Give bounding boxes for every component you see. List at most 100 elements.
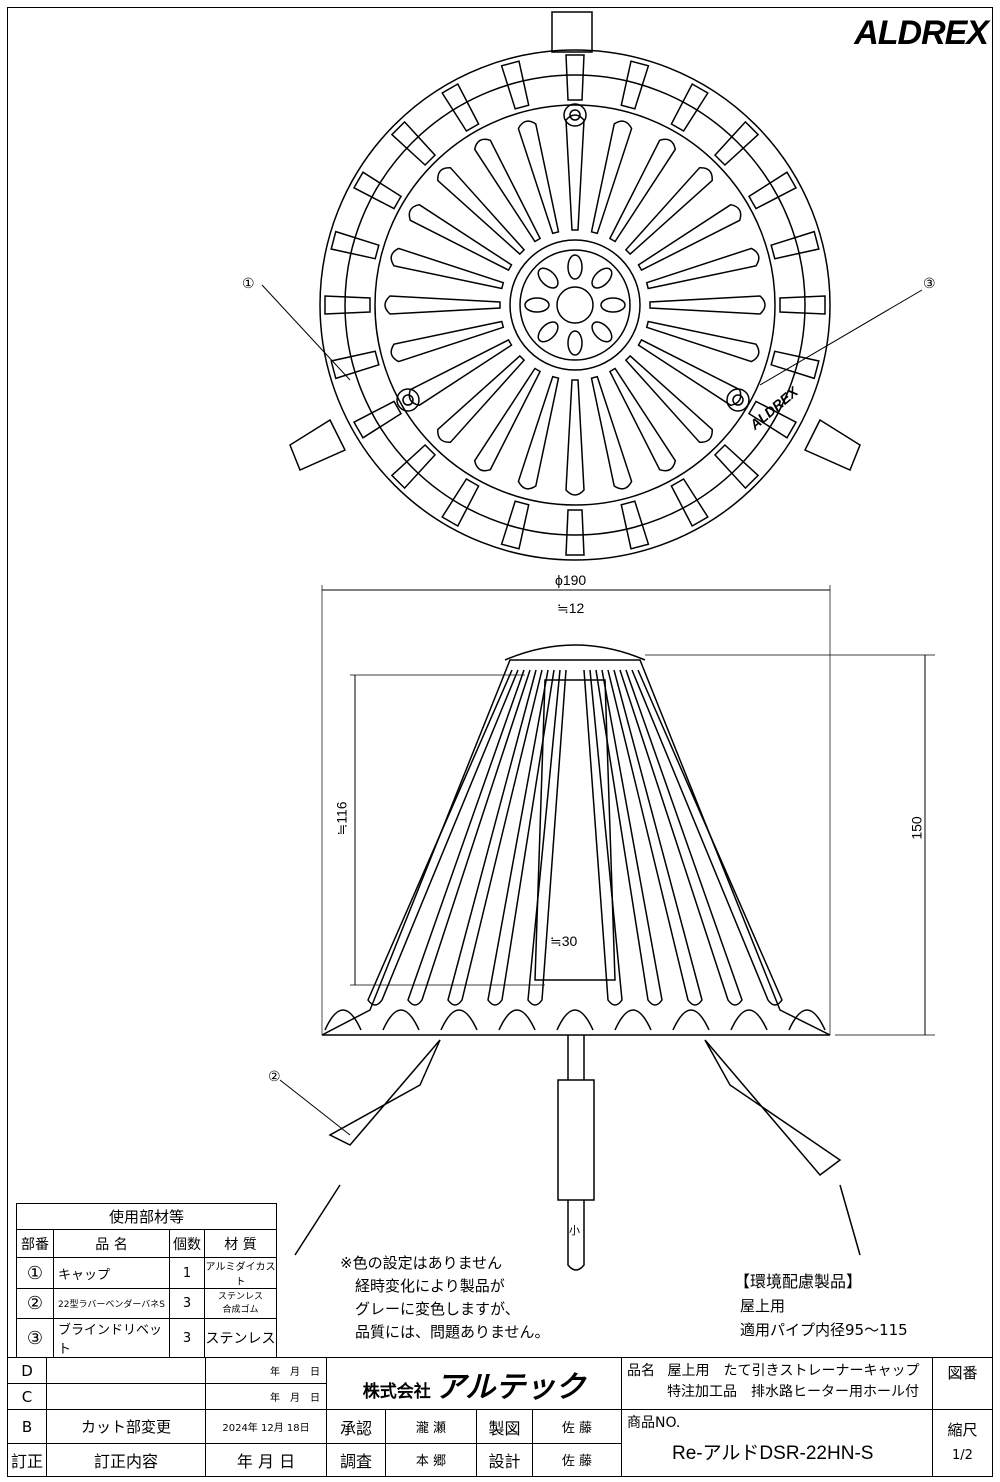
radial-slot: [390, 320, 505, 363]
rev-date: 年 月 日: [205, 1356, 327, 1385]
radial-slot: [649, 295, 766, 315]
side-rib: [631, 669, 783, 1006]
base-arch: [498, 1009, 536, 1031]
spring-arm-center: [557, 1079, 595, 1201]
title-block: D 年 月 日 株式会社 アルテック 品名 屋上用 たて引きストレーナーキャップ…: [7, 1356, 993, 1478]
side-rib: [367, 669, 519, 1006]
hub-petal: [567, 330, 583, 356]
part-no: ①: [16, 1257, 54, 1289]
header-qty: 個数: [169, 1229, 205, 1258]
product-name-label: 品名: [627, 1363, 655, 1379]
inner-ring: [374, 104, 776, 506]
rev-date: 2024年 12月 18日: [205, 1409, 327, 1444]
hub-petal: [567, 254, 583, 280]
top-view: [261, 11, 923, 561]
rim-rib: [500, 500, 530, 550]
product-no-cell: 商品NO. Re-アルドDSR-22HN-S: [621, 1409, 933, 1477]
rev-content: カット部変更: [46, 1409, 206, 1444]
dim-top-width: ≒12: [557, 600, 585, 616]
radial-slot: [473, 138, 542, 243]
radial-slot: [645, 320, 760, 363]
side-rib: [527, 669, 567, 1006]
spring-right: [803, 418, 861, 472]
scale-value: 1/2: [952, 1448, 973, 1464]
radial-slot: [437, 167, 526, 256]
rim-rib: [565, 509, 585, 556]
product-name-1: 屋上用 たて引きストレーナーキャップ: [667, 1363, 920, 1379]
environment-title: 【環境配慮製品】: [734, 1272, 863, 1291]
callout-3: ③: [923, 275, 936, 291]
part-name: 22型ラバーベンダーバネS: [53, 1288, 170, 1319]
hook-center: [567, 1200, 585, 1271]
base-arch: [556, 1009, 594, 1031]
design-name: 佐 藤: [532, 1442, 622, 1478]
part-material: ステンレス: [204, 1318, 277, 1358]
rim-rib: [565, 54, 585, 101]
radial-slot: [624, 167, 713, 256]
parts-table-title: 使用部材等: [16, 1203, 277, 1230]
rim-ring: [344, 74, 806, 536]
check-name: 本 郷: [385, 1442, 477, 1478]
hub-petal: [537, 321, 559, 343]
rim-rib: [324, 295, 371, 315]
rim-rib: [770, 230, 820, 260]
radial-slot: [517, 375, 560, 490]
rim-rib: [441, 82, 480, 133]
rim-rib: [500, 60, 530, 110]
spring-arm-right: [704, 1039, 842, 1177]
side-rib: [595, 669, 663, 1006]
radial-slot: [637, 338, 742, 407]
drawing-no-label: 図番: [932, 1356, 993, 1411]
base-arch: [730, 1009, 768, 1031]
dim-cone-height: ≒116: [333, 801, 350, 836]
cap-dome: [504, 644, 646, 661]
rivet-3: [726, 388, 750, 412]
approval-name: 瀧 瀬: [385, 1409, 477, 1444]
base-arch: [382, 1009, 420, 1031]
table-row: ① キャップ 1 アルミダイカスト: [16, 1257, 277, 1289]
radial-slot: [645, 247, 760, 290]
rim-rib: [770, 350, 820, 380]
part-qty: 3: [169, 1288, 205, 1319]
rim-rib: [330, 230, 380, 260]
spring-top: [551, 11, 593, 53]
color-notes: ※色の設定はありません 経時変化により製品が グレーに変色しますが、 品質には、…: [340, 1254, 550, 1341]
parts-table: 使用部材等 部番 品 名 個数 材 質 ① キャップ 1 アルミダイカスト ② …: [16, 1203, 277, 1358]
base-arch: [672, 1009, 710, 1031]
rim-rib: [352, 171, 403, 210]
hub-petal: [591, 321, 613, 343]
environment-info: 【環境配慮製品】 屋上用 適用パイプ内径95～115: [734, 1270, 908, 1342]
part-qty: 3: [169, 1318, 205, 1358]
rim-rib: [390, 120, 437, 167]
hub-petal: [591, 267, 613, 289]
product-name-cell: 品名 屋上用 たて引きストレーナーキャップ 特注加工品 排水路ヒーター用ホール付: [621, 1356, 933, 1411]
dim-diameter: ϕ190: [555, 572, 587, 588]
part-no: ③: [16, 1318, 54, 1358]
radial-slot: [384, 295, 501, 315]
spring-left: [289, 418, 347, 472]
hub-outer: [509, 239, 641, 371]
radial-slot: [390, 247, 505, 290]
rev-mark: D: [7, 1356, 47, 1385]
rim-rib: [352, 400, 403, 439]
part-name: キャップ: [53, 1257, 170, 1289]
part-material: ステンレス: [217, 1291, 263, 1302]
part-qty: 1: [169, 1257, 205, 1289]
drawn-name: 佐 藤: [532, 1409, 622, 1444]
product-no-label: 商品NO.: [627, 1415, 681, 1432]
radial-slot: [590, 375, 633, 490]
product-name-2: 特注加工品 排水路ヒーター用ホール付: [667, 1384, 919, 1400]
rev-header-date: 年 月 日: [205, 1442, 327, 1478]
rev-mark: C: [7, 1383, 47, 1411]
radial-slot: [437, 354, 526, 443]
table-row: ③ ブラインドリベット 3 ステンレス: [16, 1318, 277, 1358]
product-no: Re-アルドDSR-22HN-S: [672, 1443, 874, 1465]
part-no: ②: [16, 1288, 54, 1319]
base-arch: [788, 1009, 826, 1031]
side-rib: [407, 669, 531, 1006]
radial-slot: [473, 367, 542, 472]
rev-date: 年 月 日: [205, 1383, 327, 1411]
rim-rib: [713, 443, 760, 490]
cone-outline: [321, 659, 831, 1036]
radial-slot: [608, 138, 677, 243]
